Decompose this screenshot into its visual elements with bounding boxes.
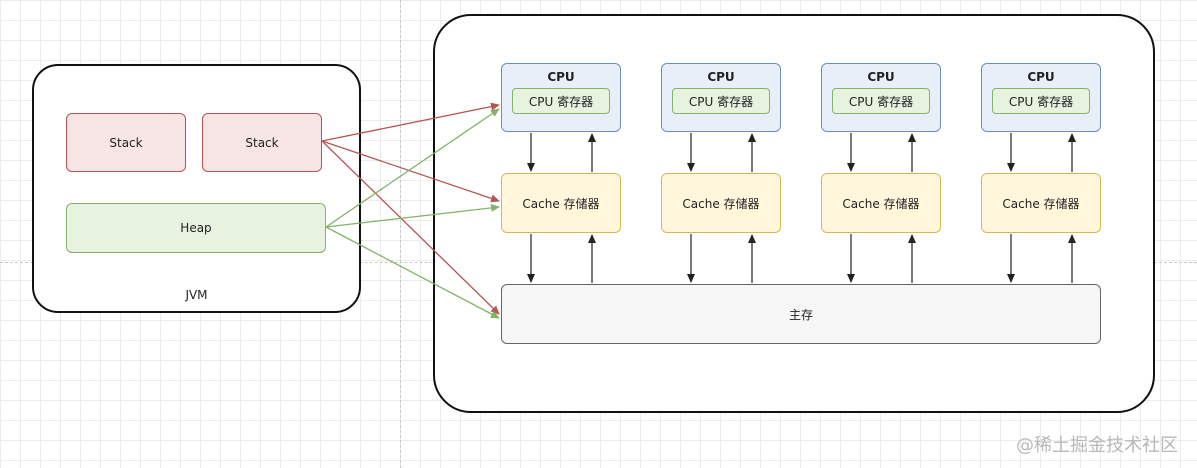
cpu-box-1: CPU CPU 寄存器 (501, 63, 621, 132)
heap-to-memory-arrow (325, 226, 500, 319)
cache-box-1: Cache 存储器 (501, 173, 621, 233)
stack-label: Stack (245, 135, 279, 150)
watermark: @稀土掘金技术社区 (1016, 435, 1178, 456)
heap-to-cpu-arrow (325, 108, 500, 228)
cpu-box-3: CPU CPU 寄存器 (821, 63, 941, 132)
cache-label: Cache 存储器 (682, 196, 760, 211)
jvm-container (32, 64, 361, 313)
cpu-register-box: CPU 寄存器 (672, 88, 770, 114)
stack-to-memory-arrow (321, 140, 500, 315)
cache-box-3: Cache 存储器 (821, 173, 941, 233)
cpu-register-box: CPU 寄存器 (992, 88, 1090, 114)
cache-label: Cache 存储器 (842, 196, 920, 211)
heap-label: Heap (180, 221, 212, 235)
cpu-title: CPU (867, 70, 895, 84)
cpu-box-4: CPU CPU 寄存器 (981, 63, 1101, 132)
stack-label: Stack (109, 135, 143, 150)
main-memory-box: 主存 (501, 284, 1101, 344)
cpu-box-2: CPU CPU 寄存器 (661, 63, 781, 132)
stack-box-2: Stack (202, 113, 322, 172)
stack-box-1: Stack (66, 113, 186, 172)
jvm-label: JVM (185, 288, 208, 302)
stack-to-cpu-arrow (321, 102, 500, 142)
cache-label: Cache 存储器 (1002, 196, 1080, 211)
heap-box: Heap (66, 203, 326, 253)
guide-line-vertical (400, 0, 401, 468)
cpu-title: CPU (1027, 70, 1055, 84)
main-memory-label: 主存 (788, 307, 813, 322)
cache-label: Cache 存储器 (522, 196, 600, 211)
cache-box-4: Cache 存储器 (981, 173, 1101, 233)
cpu-title: CPU (707, 70, 735, 84)
stack-to-cache-arrow (321, 140, 500, 203)
cpu-register-box: CPU 寄存器 (832, 88, 930, 114)
heap-to-cache-arrow (325, 203, 500, 228)
cache-box-2: Cache 存储器 (661, 173, 781, 233)
cpu-title: CPU (547, 70, 575, 84)
cpu-register-box: CPU 寄存器 (512, 88, 610, 114)
